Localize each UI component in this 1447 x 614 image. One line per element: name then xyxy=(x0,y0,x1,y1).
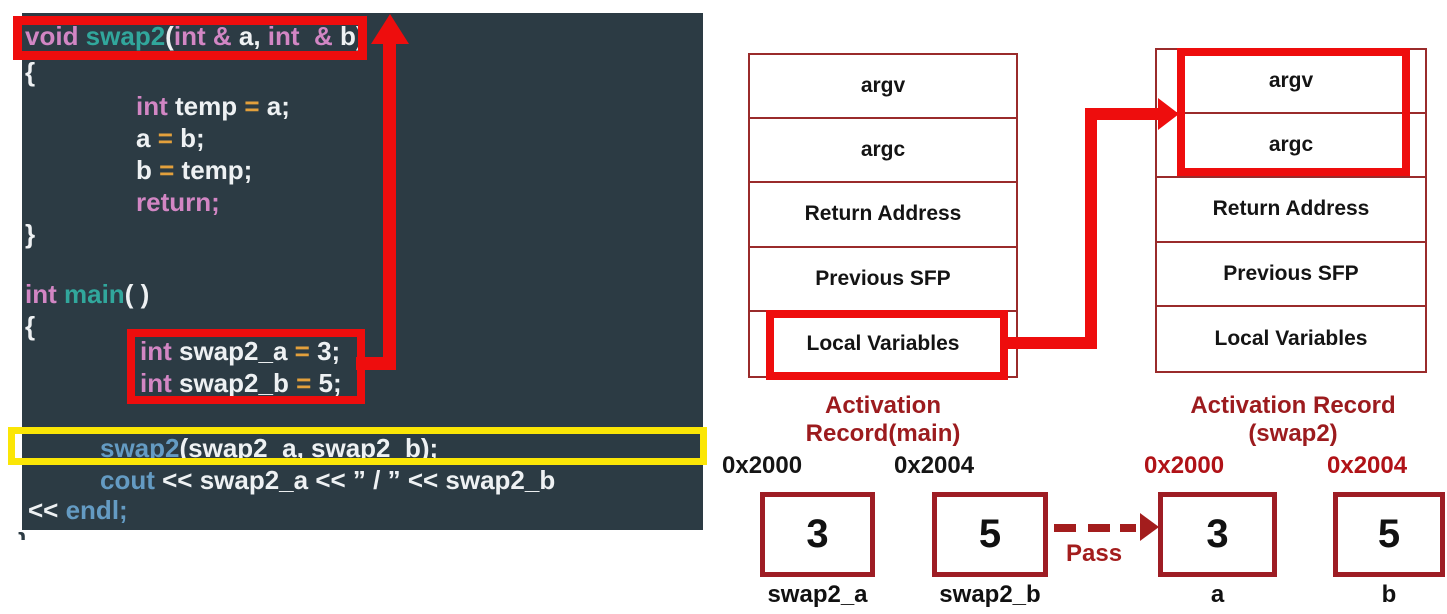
address-label-swap2-a: 0x2000 xyxy=(722,452,803,479)
stack-row-argv: argv xyxy=(750,55,1016,120)
local-variables-highlight-box xyxy=(766,310,1008,380)
stack-row-return-address: Return Address xyxy=(750,183,1016,248)
pass-arrow-dash xyxy=(1088,524,1110,532)
variable-label-a: a xyxy=(1210,581,1225,608)
code-line: } xyxy=(25,219,36,249)
argv-argc-highlight-box xyxy=(1177,48,1410,176)
memory-box-swap2-a: 3 xyxy=(760,492,875,577)
stack-row-argc: argc xyxy=(750,119,1016,184)
code-line: a = b; xyxy=(136,123,205,153)
stack-row-return-address: Return Address xyxy=(1157,178,1425,243)
activation-record-swap2-caption: Activation Record (swap2) xyxy=(1190,392,1396,447)
activation-record-main-table: argv argc Return Address Previous SFP Lo… xyxy=(748,53,1018,378)
memory-box-a: 3 xyxy=(1158,492,1277,577)
stack-row-previous-sfp: Previous SFP xyxy=(750,248,1016,312)
pass-arrow-dash xyxy=(1054,524,1076,532)
record-arrow-segment-upper xyxy=(1085,108,1162,120)
code-line: b = temp; xyxy=(136,155,253,185)
code-line: int swap2_b = 5; xyxy=(140,368,342,398)
record-arrow-segment-lower xyxy=(1002,337,1097,349)
memory-box-b: 5 xyxy=(1333,492,1445,577)
code-line: int main( ) xyxy=(25,279,150,309)
pass-arrow-dash xyxy=(1120,524,1136,532)
function-signature-highlight-box xyxy=(13,16,367,60)
memory-box-swap2-b: 5 xyxy=(932,492,1048,577)
code-line: return; xyxy=(136,187,220,217)
stack-row-argv: argv xyxy=(1157,50,1425,115)
variable-label-b: b xyxy=(1381,581,1397,608)
activation-record-main-caption: Activation Record(main) xyxy=(805,392,961,447)
code-arrow-vertical-line xyxy=(383,30,396,370)
pass-label: Pass xyxy=(1066,540,1123,567)
stack-row-argc: argc xyxy=(1157,114,1425,179)
code-line: << endl; xyxy=(28,495,128,525)
code-line: { xyxy=(25,57,36,87)
swap2-call-highlight-box xyxy=(8,427,707,465)
record-arrow-right-head-icon xyxy=(1158,98,1179,130)
stack-row-previous-sfp: Previous SFP xyxy=(1157,243,1425,307)
code-line: { xyxy=(25,311,36,341)
address-label-a: 0x2000 xyxy=(1144,452,1225,479)
stack-row-local-variables: Local Variables xyxy=(806,331,960,355)
code-arrow-up-head-icon xyxy=(371,14,409,44)
variable-label-swap2-a: swap2_a xyxy=(767,581,868,608)
clipped-brace-fragment: } xyxy=(18,529,46,540)
code-line: int swap2_a = 3; xyxy=(140,336,341,366)
pass-arrow-head-icon xyxy=(1140,513,1159,541)
record-arrow-segment-vertical xyxy=(1085,108,1097,349)
activation-record-swap2-table: argv argc Return Address Previous SFP Lo… xyxy=(1155,48,1427,373)
variable-label-swap2-b: swap2_b xyxy=(939,581,1041,608)
code-line: cout << swap2_a << ” / ” << swap2_b xyxy=(100,465,556,495)
code-line: int temp = a; xyxy=(136,91,290,121)
local-declarations-highlight-box xyxy=(127,329,365,404)
address-label-b: 0x2004 xyxy=(1327,452,1408,479)
code-arrow-horizontal-nub xyxy=(356,357,396,370)
stack-row-local-variables: Local Variables xyxy=(1214,326,1368,350)
address-label-swap2-b: 0x2004 xyxy=(894,452,975,479)
